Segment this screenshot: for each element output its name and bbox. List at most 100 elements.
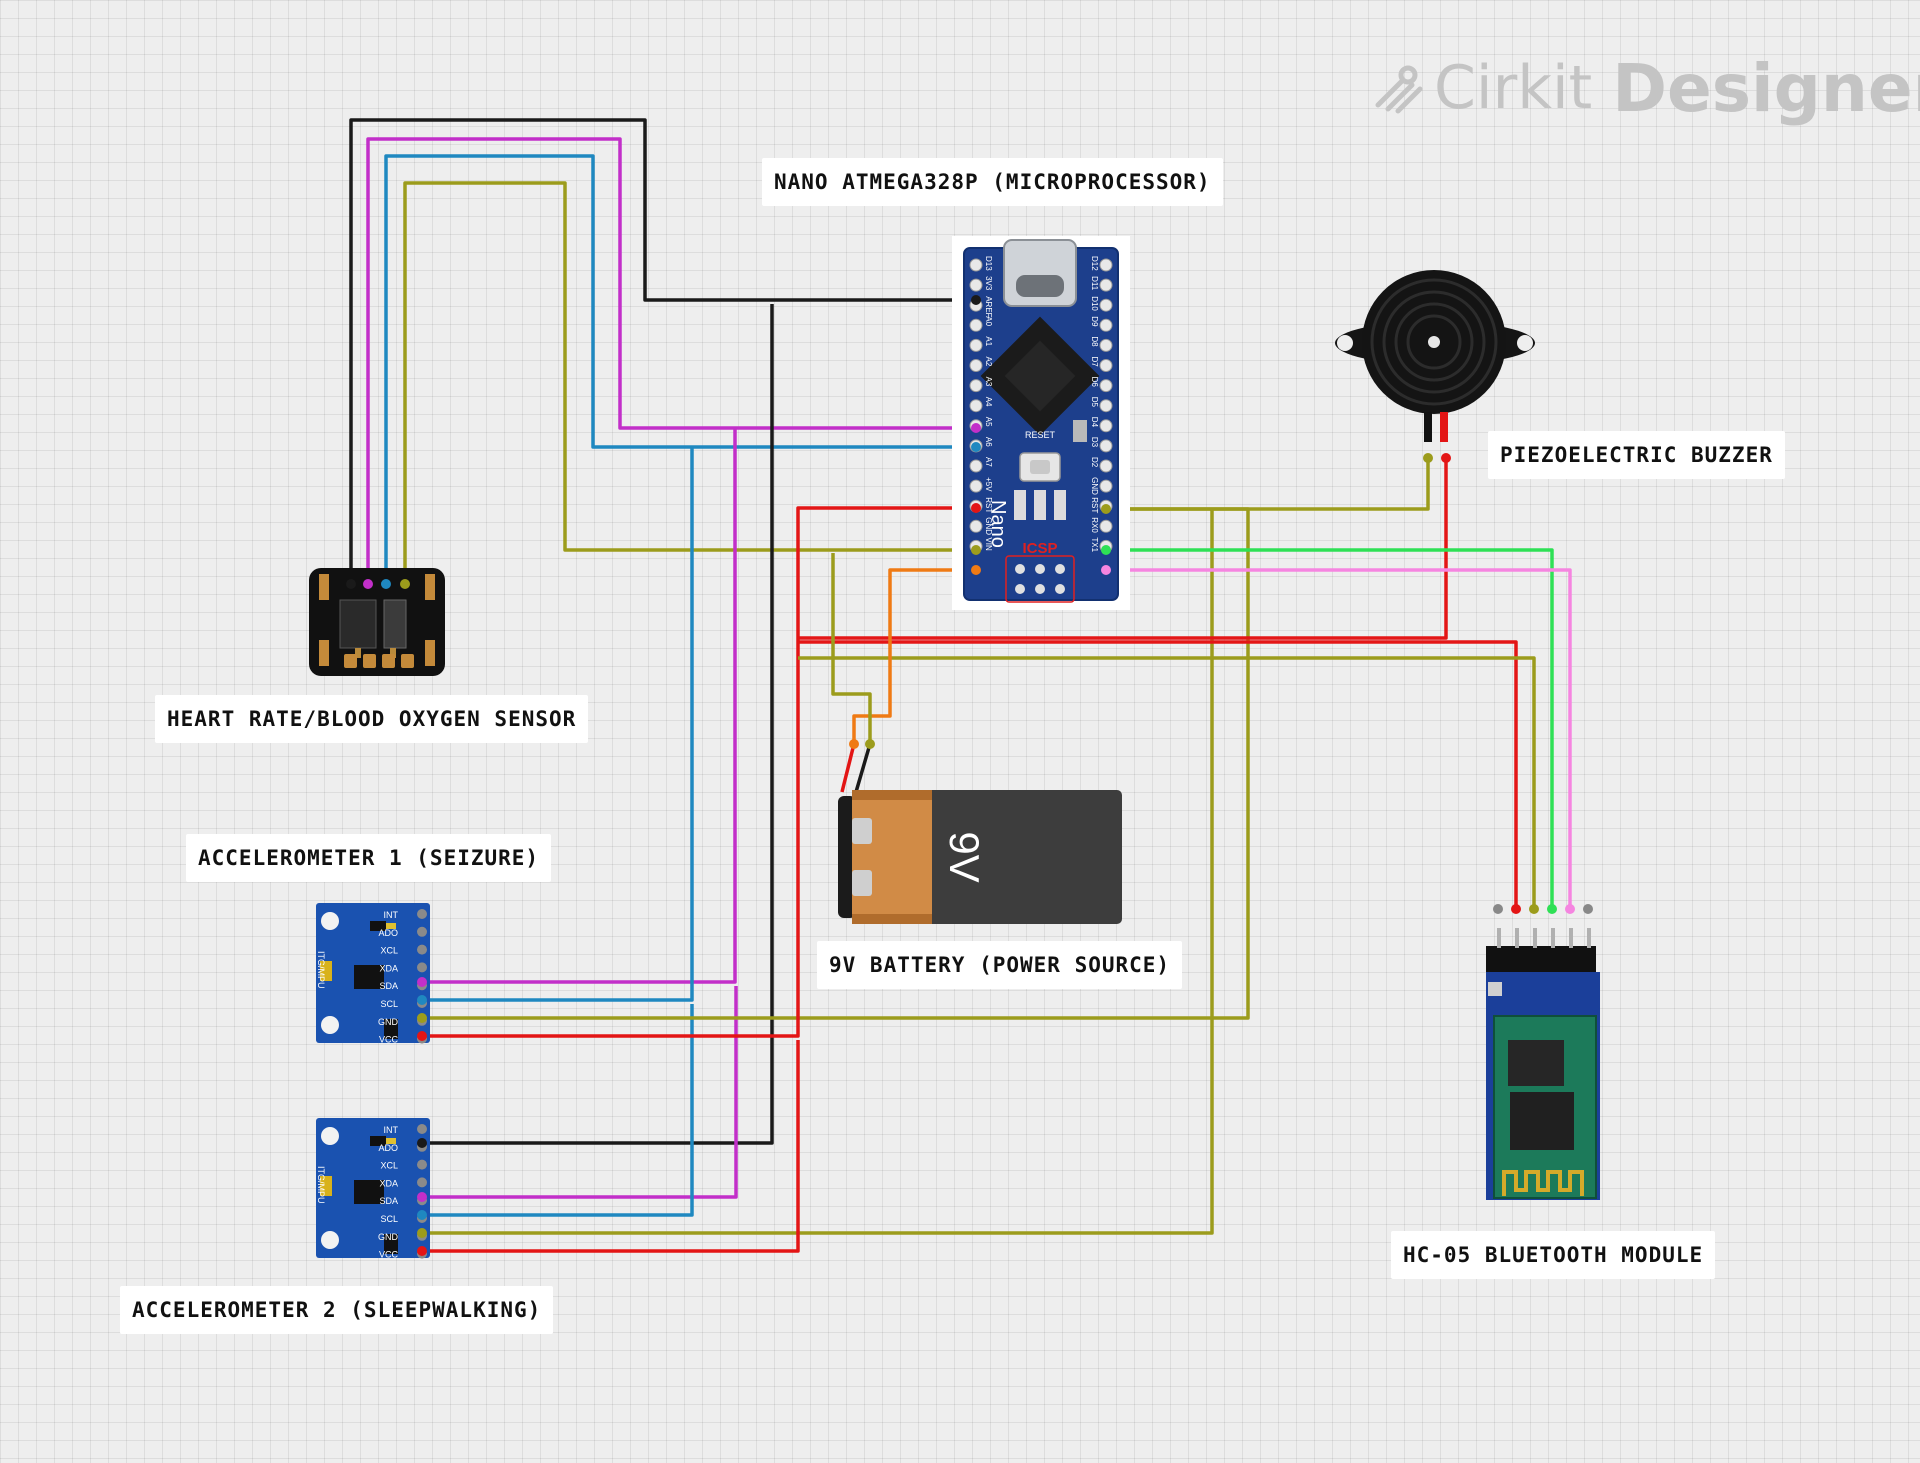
mpu-pin: [417, 962, 427, 973]
wire-endpoint[interactable]: [417, 1246, 427, 1256]
wire-endpoint[interactable]: [417, 977, 427, 987]
label-battery: 9V BATTERY (POWER SOURCE): [817, 941, 1183, 989]
wire-endpoint[interactable]: [1565, 904, 1575, 914]
red-wire[interactable]: [422, 506, 976, 1038]
wire-endpoint[interactable]: [971, 423, 981, 433]
wire-endpoint[interactable]: [1583, 904, 1593, 914]
nano-pin-label: 3V3: [984, 276, 993, 291]
wire-endpoint[interactable]: [381, 579, 391, 589]
wire-endpoint[interactable]: [417, 1210, 427, 1220]
nano-pin-label: A5: [984, 417, 993, 427]
wire-endpoint[interactable]: [417, 1138, 427, 1148]
mpu-pin-label: ADO: [378, 928, 398, 938]
mpu-pin-label: XCL: [380, 1161, 398, 1171]
blue-wire[interactable]: [384, 154, 976, 584]
wire-endpoint[interactable]: [1101, 504, 1111, 514]
antenna-icon: [1502, 1170, 1584, 1196]
wire-endpoint[interactable]: [971, 503, 981, 513]
magenta-wire[interactable]: [366, 137, 976, 584]
label-heart-rate-sensor: HEART RATE/BLOOD OXYGEN SENSOR: [155, 695, 589, 743]
board-name: Nano: [987, 500, 1009, 548]
nano-pin-label: A7: [984, 457, 993, 467]
mpu-chip-label: ITG/MPU: [316, 951, 326, 989]
black-wire[interactable]: [349, 118, 976, 584]
piezo-buzzer[interactable]: [1335, 270, 1535, 442]
nano-pin-label: D3: [1090, 437, 1099, 448]
olive-wire[interactable]: [1106, 458, 1430, 511]
wire-endpoint[interactable]: [400, 579, 410, 589]
nano-pin-label: A1: [984, 336, 993, 346]
wire-endpoint[interactable]: [849, 739, 859, 749]
wire-endpoint[interactable]: [971, 442, 981, 452]
mpu-pin-label: VCC: [379, 1250, 399, 1260]
heart-rate-sensor[interactable]: [309, 568, 445, 676]
wire-endpoint[interactable]: [346, 579, 356, 589]
pink-wire[interactable]: [1106, 568, 1572, 909]
blue-wire[interactable]: [422, 448, 694, 1002]
wire-endpoint[interactable]: [1441, 453, 1451, 463]
wire-endpoint[interactable]: [1547, 904, 1557, 914]
wire-endpoint[interactable]: [1529, 904, 1539, 914]
red-wire[interactable]: [798, 458, 1448, 640]
optical-sensor-icon: [339, 599, 377, 649]
nano-pin: [1099, 459, 1113, 473]
red-wire[interactable]: [422, 1040, 800, 1253]
wire-endpoint[interactable]: [971, 295, 981, 305]
red-wire[interactable]: [798, 640, 1518, 909]
orange-wire[interactable]: [852, 568, 976, 744]
nano-pin-label: RX0: [1090, 517, 1099, 533]
olive-wire[interactable]: [403, 181, 976, 584]
wire-endpoint[interactable]: [1423, 453, 1433, 463]
wire-endpoint[interactable]: [417, 1013, 427, 1023]
nano-pin: [1099, 258, 1113, 272]
olive-wire[interactable]: [831, 553, 872, 744]
arduino-nano[interactable]: RESET Nano ICSP D133V3AREFA0A1A2A3A4A5A6…: [952, 236, 1130, 610]
nano-pin: [1099, 439, 1113, 453]
wire-endpoint[interactable]: [417, 1228, 427, 1238]
mpu-pin: [417, 909, 427, 919]
nano-pin: [969, 258, 983, 272]
red-wire[interactable]: [840, 743, 856, 793]
green-wire[interactable]: [1106, 548, 1554, 909]
wire-endpoint[interactable]: [1101, 565, 1111, 575]
battery-9v[interactable]: 9V: [838, 790, 1122, 924]
wire-endpoint[interactable]: [417, 995, 427, 1005]
olive-wire[interactable]: [798, 656, 1536, 909]
nano-pin: [1099, 318, 1113, 332]
nano-pin: [969, 338, 983, 352]
wire-endpoint[interactable]: [971, 545, 981, 555]
wires: [349, 118, 1572, 1253]
black-wire[interactable]: [427, 304, 774, 1145]
wire-endpoint[interactable]: [1493, 904, 1503, 914]
nano-pin-label: A4: [984, 397, 993, 407]
magenta-wire[interactable]: [422, 986, 738, 1199]
nano-pin: [1099, 359, 1113, 372]
nano-pin: [969, 359, 983, 372]
nano-pin: [969, 459, 983, 473]
wire-endpoint[interactable]: [865, 739, 875, 749]
black-wire[interactable]: [854, 743, 872, 793]
nano-pin-label: RST: [1090, 497, 1099, 513]
blue-wire[interactable]: [422, 1004, 694, 1217]
nano-pin: [969, 278, 983, 292]
nano-pin: [969, 379, 983, 393]
cirkit-logo-icon: [1375, 65, 1423, 114]
nano-pin: [1099, 338, 1113, 352]
wire-endpoint[interactable]: [1101, 545, 1111, 555]
icsp-label: ICSP: [1022, 540, 1057, 557]
olive-wire[interactable]: [422, 509, 1214, 1235]
wire-endpoint[interactable]: [417, 1031, 427, 1041]
nano-pin: [969, 479, 983, 493]
hc05-bluetooth-module[interactable]: [1486, 928, 1600, 1200]
wire-endpoint[interactable]: [417, 1192, 427, 1202]
label-bluetooth: HC-05 BLUETOOTH MODULE: [1391, 1231, 1716, 1279]
wire-endpoint[interactable]: [363, 579, 373, 589]
mpu-pin-label: VCC: [379, 1035, 399, 1045]
wire-endpoint[interactable]: [971, 565, 981, 575]
wire-endpoint[interactable]: [1511, 904, 1521, 914]
magenta-wire[interactable]: [422, 429, 737, 984]
mpu-pin-label: SCL: [380, 1214, 398, 1224]
